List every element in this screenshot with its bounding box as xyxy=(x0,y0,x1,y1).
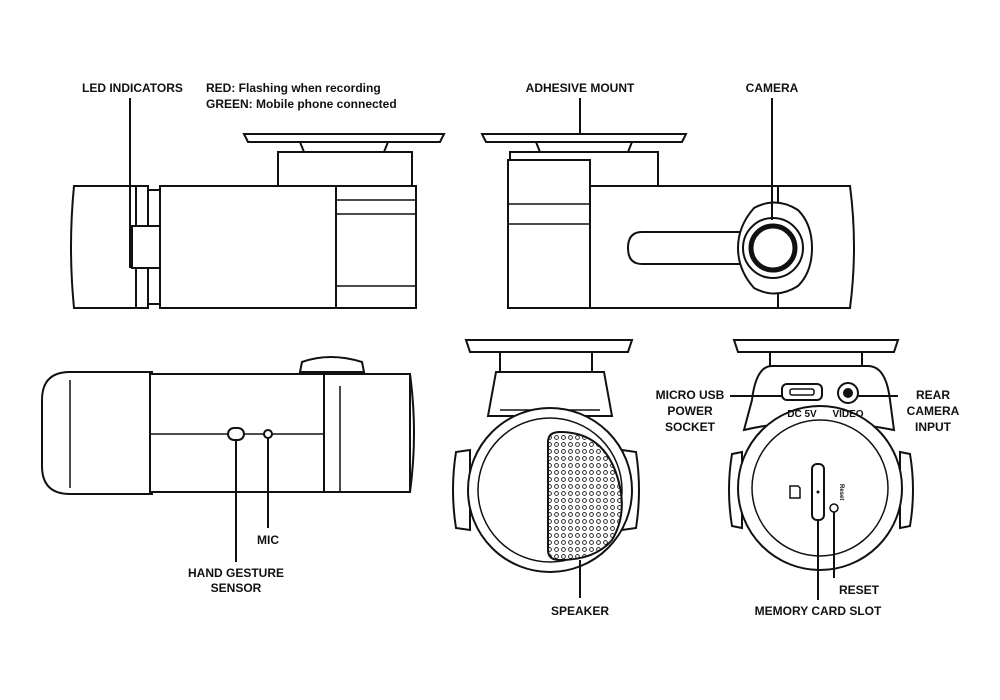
led-red-description: RED: Flashing when recording xyxy=(206,81,381,95)
side-view-left xyxy=(70,133,446,309)
side-view-bottom xyxy=(41,356,415,495)
video-marking: VIDEO xyxy=(832,409,863,420)
hand-gesture-label-line-1: HAND GESTURE xyxy=(187,566,284,580)
led-green-description: GREEN: Mobile phone connected xyxy=(206,97,397,111)
speaker-view xyxy=(452,339,640,573)
rear-camera-label-line-1: REAR xyxy=(915,388,950,402)
mic-label: MIC xyxy=(257,533,279,547)
dc-5v-marking: DC 5V xyxy=(787,409,817,420)
leader-lines xyxy=(129,98,898,600)
micro-usb-label-line-3: SOCKET xyxy=(664,420,715,434)
micro-usb-label-line-1: MICRO USB xyxy=(655,388,725,402)
hand-gesture-label-line-2: SENSOR xyxy=(210,581,262,595)
memory-card-slot-label: MEMORY CARD SLOT xyxy=(754,604,882,618)
micro-usb-label-line-2: POWER xyxy=(667,404,713,418)
adhesive-mount-label: ADHESIVE MOUNT xyxy=(525,81,635,95)
reset-marking: Reset xyxy=(838,484,844,500)
rear-camera-label-line-3: INPUT xyxy=(915,420,951,434)
front-view xyxy=(480,133,855,309)
back-view xyxy=(728,339,914,571)
speaker-label: SPEAKER xyxy=(550,604,609,618)
led-indicators-label: LED INDICATORS xyxy=(82,81,183,95)
rear-camera-label-line-2: CAMERA xyxy=(906,404,960,418)
camera-label: CAMERA xyxy=(745,81,799,95)
reset-label: RESET xyxy=(838,583,879,597)
